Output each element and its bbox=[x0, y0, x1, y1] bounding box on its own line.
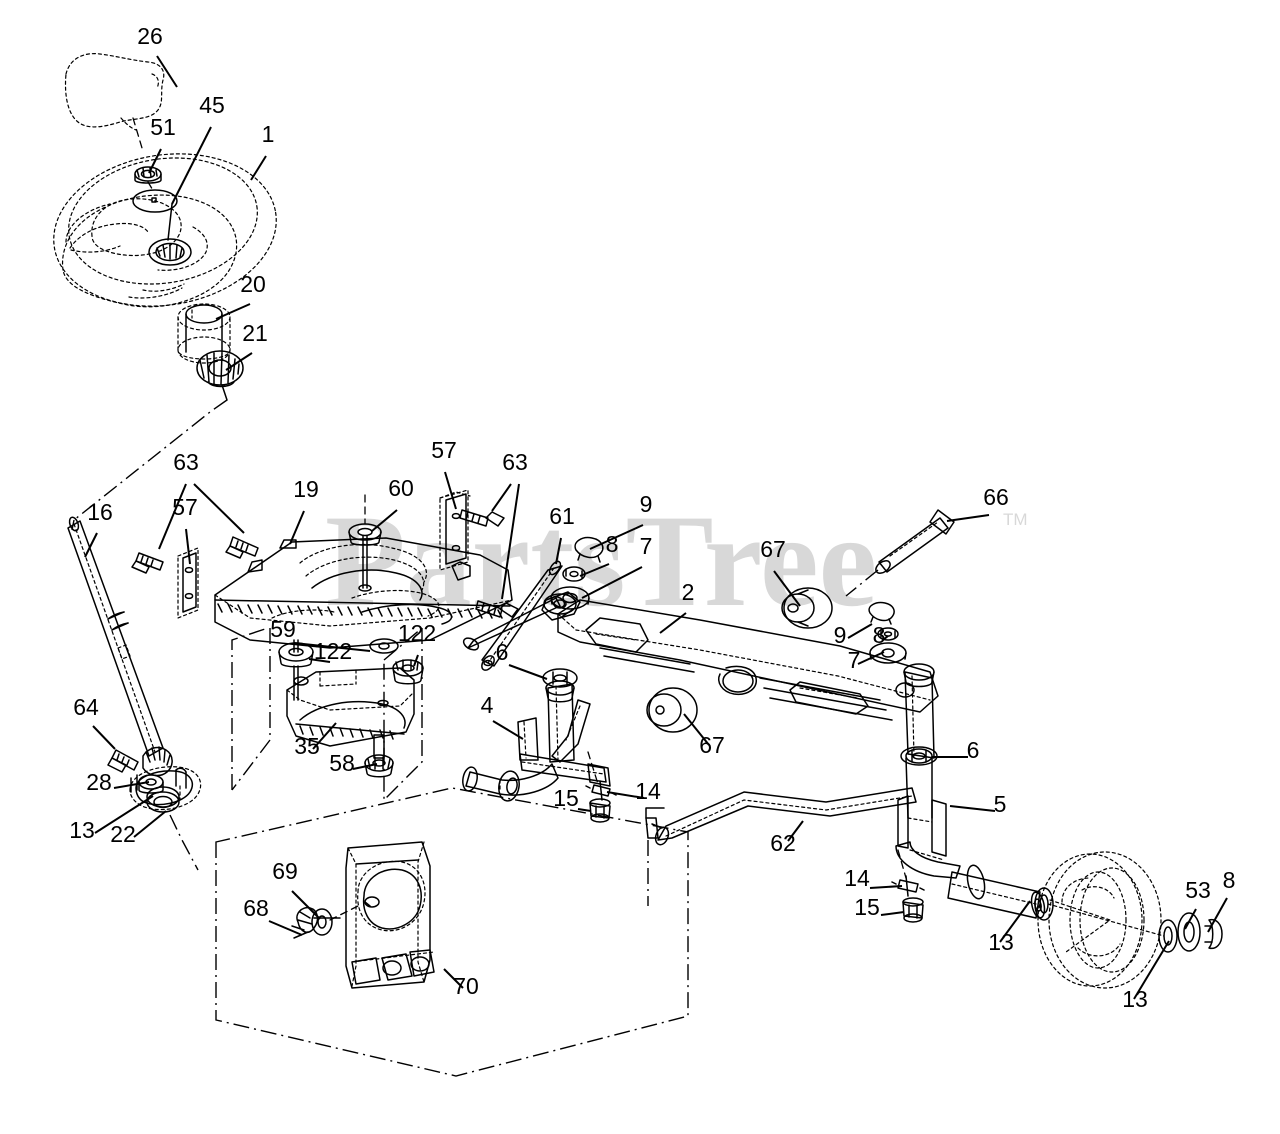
callout-number-13: 13 bbox=[988, 929, 1014, 955]
part-15-nut-left bbox=[589, 798, 611, 823]
callout-number-4: 4 bbox=[481, 692, 494, 718]
part-35-lower-plate bbox=[286, 667, 415, 747]
front-wheel-assembly bbox=[1034, 851, 1223, 989]
callout-number-15: 15 bbox=[553, 785, 579, 811]
part-51-cap bbox=[134, 166, 162, 184]
part-20-bearing bbox=[177, 303, 231, 364]
callout-number-59: 59 bbox=[270, 616, 296, 642]
callout-number-51: 51 bbox=[150, 114, 176, 140]
callout-number-22: 22 bbox=[110, 821, 136, 847]
part-53-washer bbox=[1177, 912, 1201, 952]
callout-number-6: 6 bbox=[496, 639, 509, 665]
part-1-steering-wheel bbox=[53, 153, 277, 308]
callout-number-58: 58 bbox=[329, 750, 355, 776]
callout-number-70: 70 bbox=[453, 973, 479, 999]
callout-number-19: 19 bbox=[293, 476, 319, 502]
part-22-steering-sector bbox=[129, 766, 202, 813]
callout-number-2: 2 bbox=[682, 579, 695, 605]
callout-number-16: 16 bbox=[87, 499, 113, 525]
part-69-washer bbox=[311, 908, 333, 936]
part-19-dash-panel bbox=[214, 537, 513, 654]
callout-number-57: 57 bbox=[431, 437, 457, 463]
group-box-left bbox=[231, 628, 271, 791]
callout-number-5: 5 bbox=[994, 791, 1007, 817]
part-2-front-axle bbox=[557, 599, 939, 721]
callout-number-7: 7 bbox=[640, 533, 653, 559]
callout-number-63: 63 bbox=[173, 449, 199, 475]
part-60-screw bbox=[348, 523, 382, 592]
callout-number-61: 61 bbox=[549, 503, 575, 529]
part-63-bolt-right-b bbox=[475, 600, 519, 618]
callout-number-1: 1 bbox=[262, 121, 275, 147]
callout-number-28: 28 bbox=[86, 769, 112, 795]
steering-wheel-group bbox=[53, 53, 277, 401]
callout-number-9: 9 bbox=[834, 622, 847, 648]
callout-number-122: 122 bbox=[314, 638, 352, 664]
part-9-retaining-ring-left bbox=[574, 536, 604, 563]
callout-number-62: 62 bbox=[770, 830, 796, 856]
callout-number-20: 20 bbox=[240, 271, 266, 297]
part-21-adapter bbox=[196, 350, 244, 388]
part-57-right-bracket bbox=[439, 489, 471, 571]
part-16-steering-shaft bbox=[67, 516, 164, 757]
callout-number-69: 69 bbox=[272, 858, 298, 884]
part-4-spindle-left bbox=[462, 668, 611, 802]
callout-number-8: 8 bbox=[606, 531, 619, 557]
callout-number-26: 26 bbox=[137, 23, 163, 49]
part-61-tie-rod bbox=[481, 560, 563, 671]
callout-number-67: 67 bbox=[699, 732, 725, 758]
centerline-column bbox=[73, 399, 228, 521]
group-box-mid bbox=[383, 628, 423, 802]
callout-number-45: 45 bbox=[199, 92, 225, 118]
group-box-bottom bbox=[215, 787, 689, 1077]
part-8-washer-left bbox=[562, 566, 586, 582]
callout-number-66: 66 bbox=[983, 484, 1009, 510]
part-15-nut-right bbox=[902, 897, 924, 923]
callout-number-68: 68 bbox=[243, 895, 269, 921]
callout-number-53: 53 bbox=[1185, 877, 1211, 903]
callout-number-14: 14 bbox=[635, 778, 661, 804]
callout-number-8: 8 bbox=[1223, 867, 1236, 893]
callout-number-14: 14 bbox=[844, 865, 870, 891]
callout-number-57: 57 bbox=[172, 494, 198, 520]
callout-number-64: 64 bbox=[73, 694, 99, 720]
callout-number-6: 6 bbox=[967, 737, 980, 763]
part-67-bushing-upper bbox=[781, 587, 833, 629]
axle-pivot-left bbox=[541, 591, 581, 621]
callout-number-35: 35 bbox=[294, 733, 320, 759]
part-14-pin-left bbox=[585, 780, 617, 801]
part-58-bolt bbox=[364, 734, 394, 778]
part-66-bolt bbox=[875, 509, 955, 574]
callout-number-67: 67 bbox=[760, 536, 786, 562]
callout-number-60: 60 bbox=[388, 475, 414, 501]
part-7-bushing-left bbox=[550, 586, 590, 610]
callout-number-15: 15 bbox=[854, 894, 880, 920]
callout-number-122: 122 bbox=[398, 620, 436, 646]
callout-number-13: 13 bbox=[1122, 986, 1148, 1012]
part-63-bolt-right-a bbox=[459, 509, 505, 527]
part-5-spindle-right bbox=[895, 663, 1046, 919]
callout-number-7: 7 bbox=[848, 647, 861, 673]
part-9-retaining-ring-right bbox=[868, 601, 895, 625]
callout-number-8: 8 bbox=[873, 622, 886, 648]
callout-number-63: 63 bbox=[502, 449, 528, 475]
part-67-bushing-lower bbox=[646, 687, 698, 733]
part-70-bracket bbox=[345, 841, 435, 989]
part-63-bolt-left-b bbox=[225, 536, 259, 559]
part-13-washer-outer bbox=[1158, 919, 1178, 953]
part-62-drag-link bbox=[645, 787, 917, 846]
part-59-fastener bbox=[278, 639, 314, 701]
part-63-bolt-left-a bbox=[131, 552, 164, 574]
callout-number-21: 21 bbox=[242, 320, 268, 346]
part-122-fastener-right bbox=[392, 659, 424, 685]
callout-number-9: 9 bbox=[640, 491, 653, 517]
part-26-cover bbox=[64, 53, 165, 131]
callout-number-13: 13 bbox=[69, 817, 95, 843]
part-57-left-bracket bbox=[177, 547, 199, 619]
